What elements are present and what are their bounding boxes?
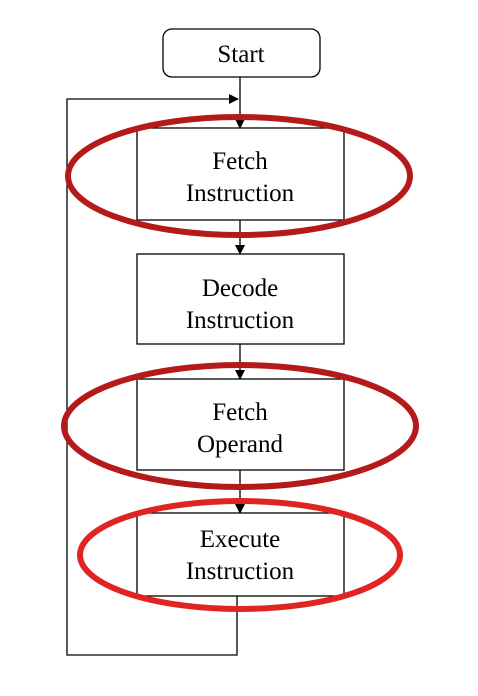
- step-fetch-instruction: Fetch Instruction: [136, 127, 345, 221]
- step-label-line2: Instruction: [186, 180, 295, 207]
- step-label-line1: Decode: [202, 275, 278, 302]
- start-label: Start: [217, 41, 264, 68]
- step-label-line2: Instruction: [186, 558, 295, 585]
- highlight-ellipse-fetch-instruction: [65, 114, 413, 238]
- step-execute-instruction: Execute Instruction: [136, 512, 345, 597]
- start-node: Start: [162, 28, 321, 78]
- step-decode-instruction: Decode Instruction: [136, 253, 345, 345]
- step-label-line2: Operand: [197, 431, 284, 458]
- step-label-line1: Execute: [200, 526, 281, 553]
- loop-back-arrow: [66, 94, 239, 656]
- highlight-ellipse-execute-instruction: [77, 498, 403, 612]
- step-label-line1: Fetch: [212, 148, 268, 175]
- step-label-line2: Instruction: [186, 307, 295, 334]
- step-label-line1: Fetch: [212, 399, 268, 426]
- step-fetch-operand: Fetch Operand: [136, 378, 345, 471]
- highlight-ellipse-fetch-operand: [61, 362, 419, 490]
